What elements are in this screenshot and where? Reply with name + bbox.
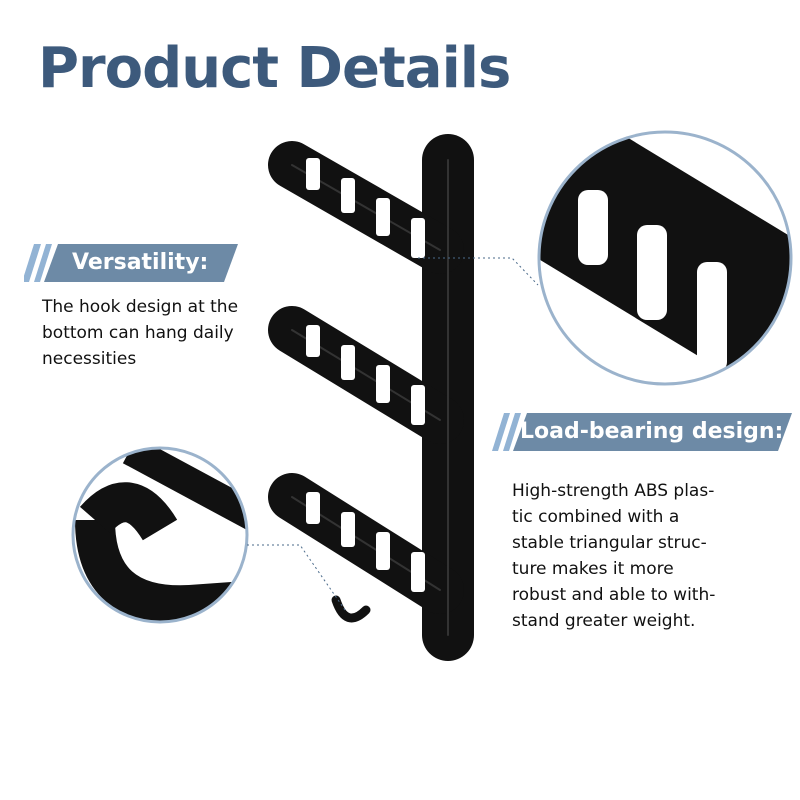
versatility-description: The hook design at the bottom can hang d… — [42, 294, 238, 372]
versatility-banner: Versatility: — [24, 244, 238, 282]
desc-line: necessities — [42, 349, 137, 369]
load-bearing-heading: Load-bearing design: — [520, 419, 784, 444]
desc-line: ture makes it more — [512, 559, 674, 579]
load-bearing-banner: Load-bearing design: — [492, 413, 792, 451]
desc-line: tic combined with a — [512, 507, 680, 527]
desc-line: stand greater weight. — [512, 611, 696, 631]
desc-line: bottom can hang daily — [42, 323, 234, 343]
desc-line: stable triangular struc- — [512, 533, 707, 553]
desc-line: High-strength ABS plas- — [512, 481, 715, 501]
zoom-detail-slots — [539, 132, 791, 384]
zoom-detail-hook — [75, 448, 247, 622]
rack-slots — [306, 158, 425, 592]
load-bearing-description: High-strength ABS plas- tic combined wit… — [512, 478, 715, 634]
page-title: Product Details — [38, 36, 511, 101]
desc-line: The hook design at the — [42, 297, 239, 317]
versatility-heading: Versatility: — [72, 250, 209, 275]
desc-line: robust and able to with- — [512, 585, 716, 605]
